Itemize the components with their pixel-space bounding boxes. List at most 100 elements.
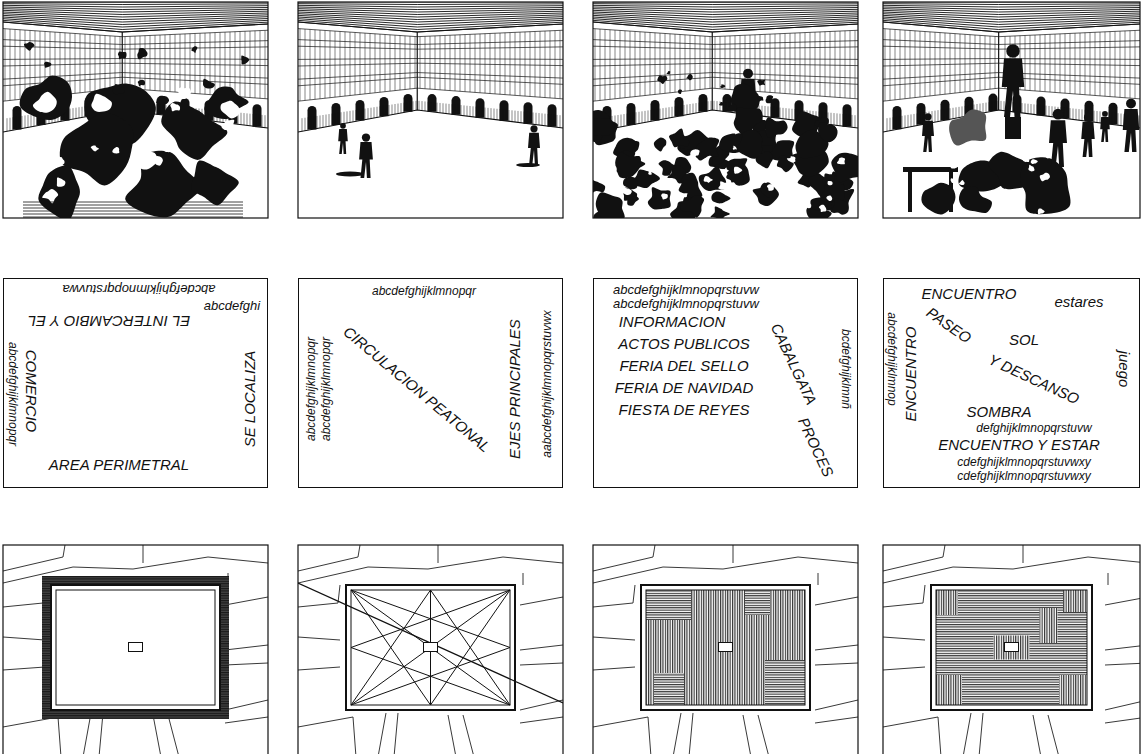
plaza-sketch-part (843, 114, 844, 126)
plaza-sketch-part (392, 104, 393, 114)
plaza-sketch-part (720, 36, 721, 88)
plaza-plan-part (646, 590, 691, 620)
plaza-sketch-part (545, 31, 546, 98)
plaza-sketch-part (1112, 113, 1113, 125)
plaza-sketch-part (512, 110, 513, 121)
plaza-sketch-part (835, 31, 836, 97)
plaza-sketch-part (593, 14, 858, 20)
plaza-sketch-part (905, 30, 906, 99)
plaza-sketch-part (401, 103, 402, 113)
text-panel: abcdefghijklmnopqrabcdefghijklmnopqrCIRC… (298, 278, 563, 488)
plaza-sketch-part (191, 46, 197, 53)
plaza-sketch-part (686, 74, 692, 80)
plaza-plan-part (963, 713, 971, 754)
plaza-plan-part (351, 590, 510, 648)
plaza-sketch-part (1082, 109, 1083, 120)
plaza-plan-part (225, 663, 268, 665)
plaza-sketch-part (765, 106, 766, 116)
plaza-sketch-part (470, 106, 471, 116)
plaza-sketch-part (425, 101, 426, 111)
plaza-sketch-part (678, 106, 679, 116)
plaza-sketch-part (1028, 104, 1029, 114)
panel-text: AREA PERIMETRAL (49, 457, 189, 472)
plaza-sketch-part (700, 36, 701, 90)
plaza-sketch-part (15, 29, 16, 99)
plaza-sketch-part (780, 108, 781, 119)
plaza-plan-part (225, 717, 268, 723)
plaza-sketch-part (136, 151, 157, 169)
plaza-sketch-part (185, 34, 186, 93)
plaza-sketch-part (766, 95, 774, 103)
plaza-sketch-part (250, 114, 251, 126)
plaza-sketch-part (826, 195, 832, 201)
plaza-sketch-part (548, 114, 549, 126)
plaza-sketch-part (593, 46, 858, 49)
plaza-plan-part (654, 673, 684, 705)
plaza-plan-part (424, 643, 438, 652)
plaza-sketch-part (965, 34, 966, 92)
plaza-sketch-part (1046, 106, 1047, 116)
plaza-sketch-part (777, 107, 778, 118)
plaza-sketch-part (360, 33, 361, 95)
plaza-sketch-part (883, 3, 1140, 5)
plaza-plan-part (936, 590, 1087, 705)
plaza-sketch-part (828, 181, 833, 185)
plaza-sketch-part (944, 109, 945, 120)
plaza-sketch-part (298, 58, 563, 60)
plaza-sketch-part (908, 115, 909, 127)
plaza-plan-part (431, 590, 511, 705)
plaza-sketch-part (938, 110, 939, 121)
plaza-sketch-part (693, 104, 694, 114)
panel-text: CIRCULACION PEATONAL (341, 323, 493, 454)
plaza-sketch-part (765, 34, 766, 92)
plaza-sketch-part (800, 33, 801, 95)
plaza-sketch-part (1084, 113, 1092, 121)
plaza-sketch-part (317, 116, 318, 129)
plaza-sketch-part (623, 177, 637, 190)
plaza-sketch-part (593, 40, 858, 45)
plaza-sketch-part (715, 37, 716, 89)
plaza-sketch-part (221, 120, 234, 130)
plaza-sketch-part (945, 33, 946, 94)
plaza-sketch-part (1100, 32, 1101, 96)
plaza-sketch-part (895, 29, 896, 99)
panel-text: aabcdefghijklmnopqrstuvwx (541, 310, 553, 457)
plaza-sketch-part (962, 106, 963, 117)
plaza-sketch-part (920, 113, 921, 125)
plaza-plan-part (1105, 663, 1140, 665)
plaza-sketch-part (748, 204, 756, 212)
plaza-sketch-part (1013, 102, 1014, 112)
plaza-sketch-part (1110, 32, 1111, 97)
plaza-sketch-part (593, 118, 614, 136)
plaza-plan-part (520, 700, 563, 710)
plaza-sketch-part (542, 113, 543, 125)
plaza-sketch-part (690, 35, 691, 90)
plaza-plan-part (225, 700, 268, 710)
plaza-sketch-part (467, 106, 468, 116)
plaza-sketch-part (1028, 165, 1034, 172)
plaza-sketch-part (621, 187, 631, 195)
plaza-sketch-part (924, 113, 931, 120)
plaza-plan-part (719, 643, 733, 652)
plaza-sketch-part (5, 29, 6, 101)
plaza-sketch-part (3, 22, 268, 32)
plaza-sketch-part (1055, 34, 1056, 92)
plaza-sketch-part (648, 110, 649, 121)
plaza-sketch-part (648, 187, 671, 209)
plaza-sketch-part (160, 104, 161, 114)
plaza-sketch-part (1049, 106, 1050, 116)
plaza-plan-part (463, 715, 474, 754)
plaza-sketch-part (1001, 101, 1002, 110)
plaza-sketch-part (955, 34, 956, 93)
plaza-sketch-part (737, 130, 762, 159)
plaza-sketch-part (157, 104, 158, 114)
plaza-sketch-part (491, 108, 492, 119)
plaza-sketch-part (593, 58, 858, 60)
plaza-sketch-part (550, 31, 551, 98)
plaza-sketch-part (785, 33, 786, 93)
plaza-sketch-part (845, 31, 846, 98)
plaza-sketch-part (695, 138, 719, 161)
plaza-sketch-part (341, 112, 342, 124)
plaza-sketch-part (410, 102, 411, 112)
plaza-plan-part (936, 675, 962, 705)
